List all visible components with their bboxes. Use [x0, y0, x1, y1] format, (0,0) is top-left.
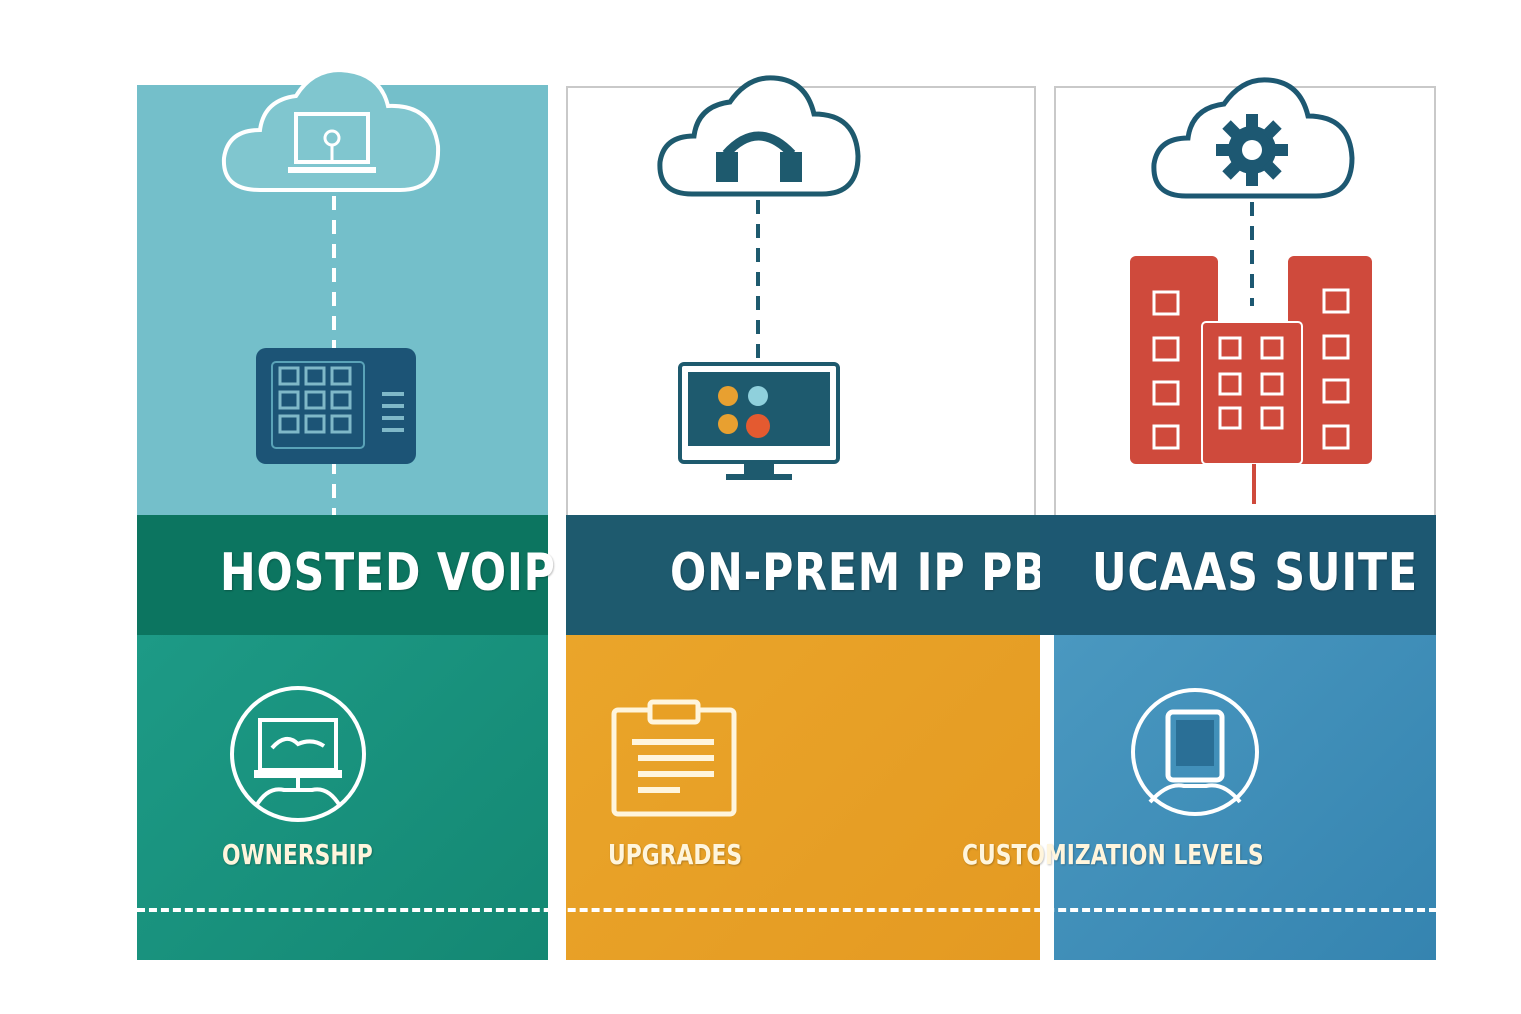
hosted-voip-title: HOSTED VOIP	[220, 543, 556, 603]
connector-line	[1250, 202, 1254, 306]
hosted-voip-title-band	[137, 515, 548, 635]
upgrades-label: UPGRADES	[608, 838, 743, 871]
clipboard-icon	[611, 699, 737, 817]
gear-cloud-icon	[1151, 77, 1355, 199]
bottom-dashed-divider	[137, 908, 1437, 912]
desk-phone-icon	[256, 348, 416, 464]
handset-cloud-icon	[657, 75, 861, 197]
workstation-circle-icon	[230, 686, 366, 822]
ownership-label: OWNERSHIP	[222, 838, 373, 871]
connector-line	[756, 200, 760, 364]
monitor-icon	[678, 362, 840, 480]
ucaas-title-band	[1040, 515, 1436, 635]
hosted-voip-bottom-panel	[137, 635, 548, 960]
on-prem-title: ON-PREM IP PB.X	[670, 543, 1098, 603]
ucaas-bottom-panel	[1054, 635, 1436, 960]
on-prem-title-band	[566, 515, 1040, 635]
ucaas-title: UCAAS SUITE	[1092, 543, 1418, 603]
laptop-cloud-icon	[221, 67, 441, 192]
customization-levels-label: CUSTOMIZATION LEVELS	[962, 838, 1264, 871]
office-building-icon	[1130, 256, 1372, 504]
tablet-circle-icon	[1131, 688, 1259, 816]
on-prem-bottom-panel	[566, 635, 1040, 960]
